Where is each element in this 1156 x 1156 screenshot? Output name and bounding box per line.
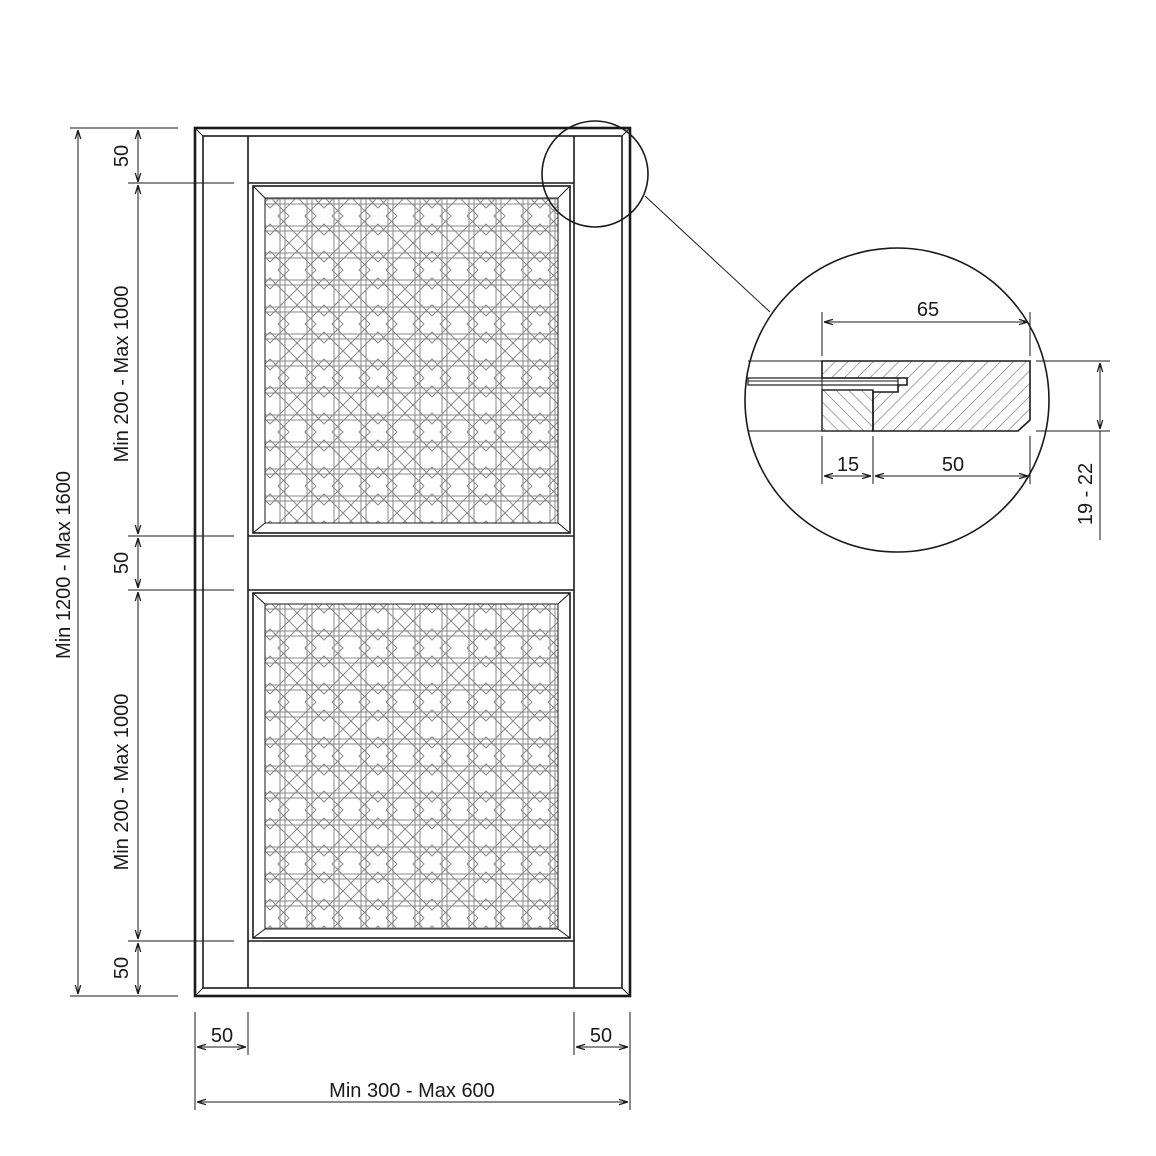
overall-width-label: Min 300 - Max 600: [329, 1080, 495, 1102]
bottom-rail-dim-label: 50: [111, 957, 133, 979]
section-profile: [747, 360, 1031, 432]
thickness-dim-label: 19 - 22: [1075, 463, 1097, 525]
detail-leader-line: [644, 195, 771, 313]
top-rail-dim-label: 50: [111, 145, 133, 167]
door-front-view: [193, 126, 632, 998]
right-stile-dim-label: 50: [590, 1025, 612, 1047]
profile-width-label: 65: [917, 299, 939, 321]
door-bevel-edge: [202, 135, 623, 989]
lower-panel-dim-label: Min 200 - Max 1000: [111, 694, 133, 871]
vertical-dimensions: Min 1200 - Max 1600 50 Min 200 - Max 100…: [53, 127, 234, 997]
left-stile-dim-label: 50: [211, 1025, 233, 1047]
upper-cane-panel: [265, 198, 558, 523]
door-outer-frame: [193, 126, 632, 998]
middle-rail-dim-label: 50: [111, 552, 133, 574]
horizontal-dimensions: 50 50 Min 300 - Max 600: [194, 1012, 631, 1110]
detail-reference-circle: [541, 120, 649, 228]
groove-dim-label: 15: [837, 454, 859, 476]
tongue-dim-label: 50: [942, 454, 964, 476]
detail-callout: 65 15 50 19 - 22: [541, 120, 1110, 553]
upper-panel-dim-label: Min 200 - Max 1000: [111, 286, 133, 463]
overall-height-label: Min 1200 - Max 1600: [53, 471, 75, 659]
lower-cane-panel: [265, 604, 558, 929]
detail-magnified-circle: [744, 247, 1050, 553]
